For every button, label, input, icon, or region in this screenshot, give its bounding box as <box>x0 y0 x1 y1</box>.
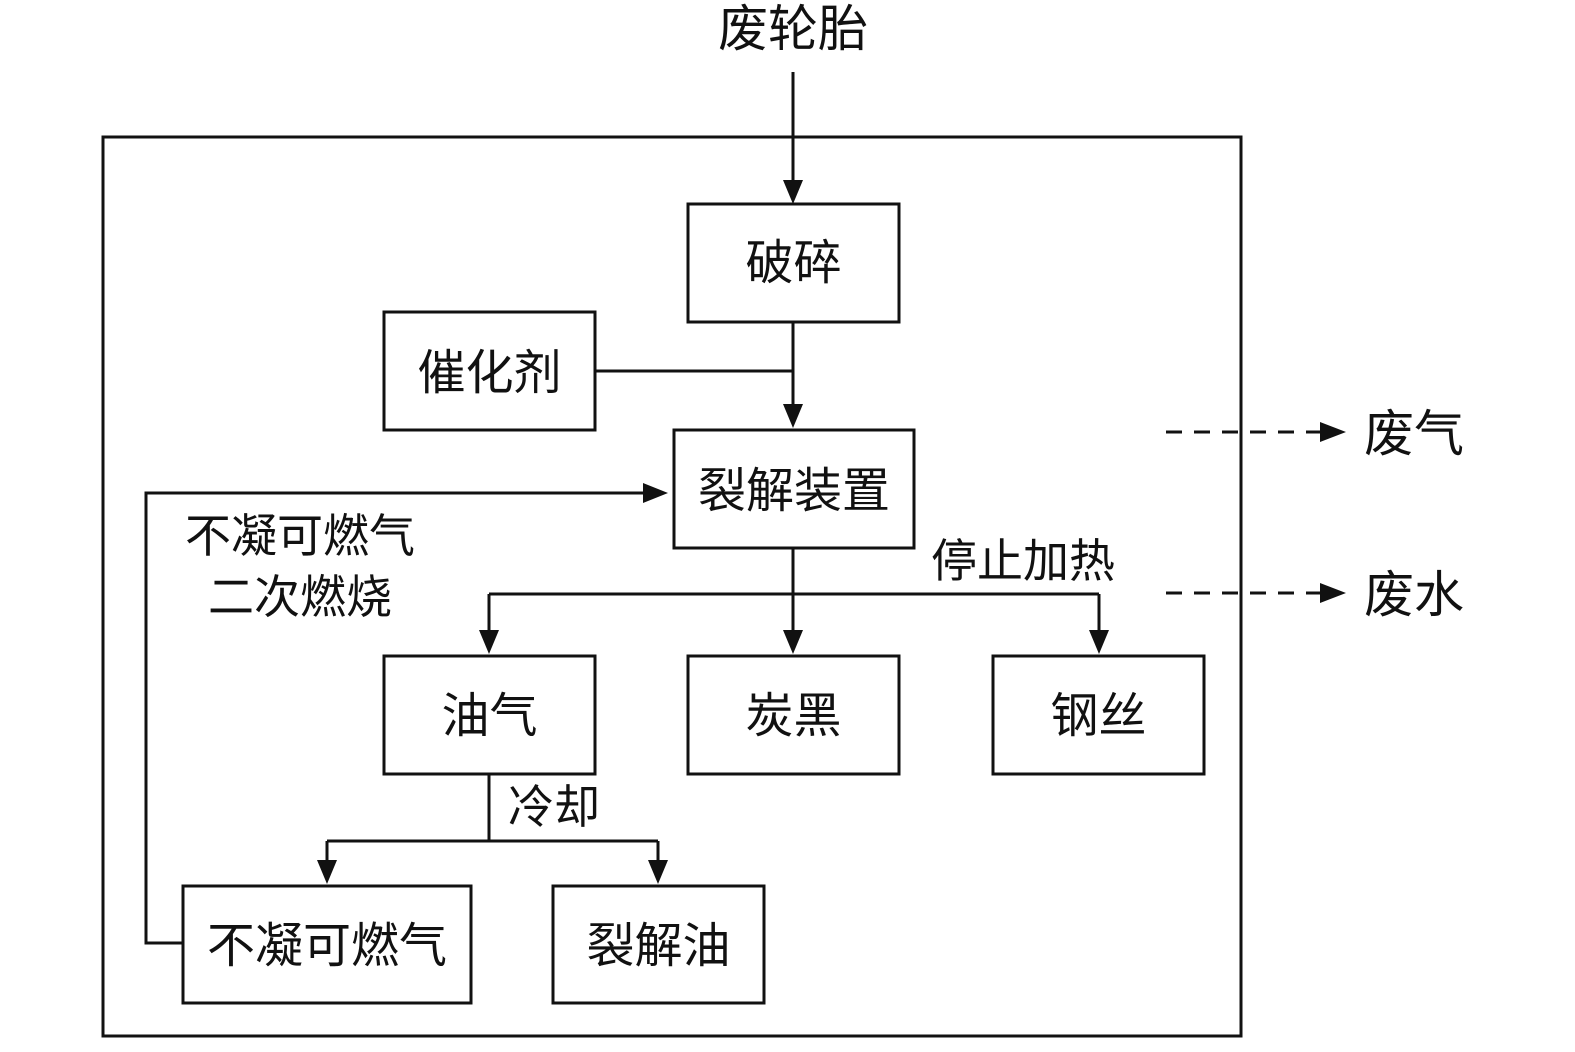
pyrolysis-oil-box <box>551 884 766 1005</box>
crushing-to-pyrolysis-arrowhead <box>783 404 803 428</box>
pyrolysis-unit-label: 裂解装置 <box>698 463 890 519</box>
steel-wire-label: 钢丝 <box>1050 688 1146 744</box>
steel-wire-box <box>991 654 1206 776</box>
oil-gas-box <box>382 654 597 776</box>
waste-gas-arrowhead <box>1320 422 1346 442</box>
pyrolysis-unit-box <box>672 428 916 550</box>
crushing-label: 破碎 <box>745 235 841 291</box>
recycle-loop-line <box>144 491 645 945</box>
catalyst-label: 催化剂 <box>417 345 561 401</box>
noncondensable-arrowhead <box>317 860 337 884</box>
carbon-black-arrowhead <box>783 630 803 654</box>
crushing-box <box>686 202 901 324</box>
oil-gas-arrowhead <box>479 630 499 654</box>
stop-heating-annotation: 停止加热 <box>931 534 1115 588</box>
carbon-black-label: 炭黑 <box>745 688 841 744</box>
noncondensable-gas-box <box>181 884 473 1005</box>
waste-water-arrowhead <box>1320 583 1346 603</box>
recycle-loop-arrowhead <box>643 483 668 503</box>
steel-wire-arrowhead <box>1089 630 1109 654</box>
input-label: 废轮胎 <box>718 0 868 58</box>
pyrolysis-oil-arrowhead <box>648 860 668 884</box>
catalyst-box <box>382 310 597 432</box>
waste-water-label: 废水 <box>1364 566 1464 624</box>
carbon-black-box <box>686 654 901 776</box>
cooling-annotation: 冷却 <box>508 780 600 834</box>
waste-gas-label: 废气 <box>1364 405 1464 463</box>
noncondensable-gas-label: 不凝可燃气 <box>207 918 447 974</box>
input-arrowhead <box>783 180 803 204</box>
recycle-annotation-line1: 不凝可燃气 <box>185 509 415 563</box>
recycle-annotation-line2: 二次燃烧 <box>208 570 392 624</box>
oil-gas-label: 油气 <box>441 688 537 744</box>
pyrolysis-oil-label: 裂解油 <box>586 918 730 974</box>
